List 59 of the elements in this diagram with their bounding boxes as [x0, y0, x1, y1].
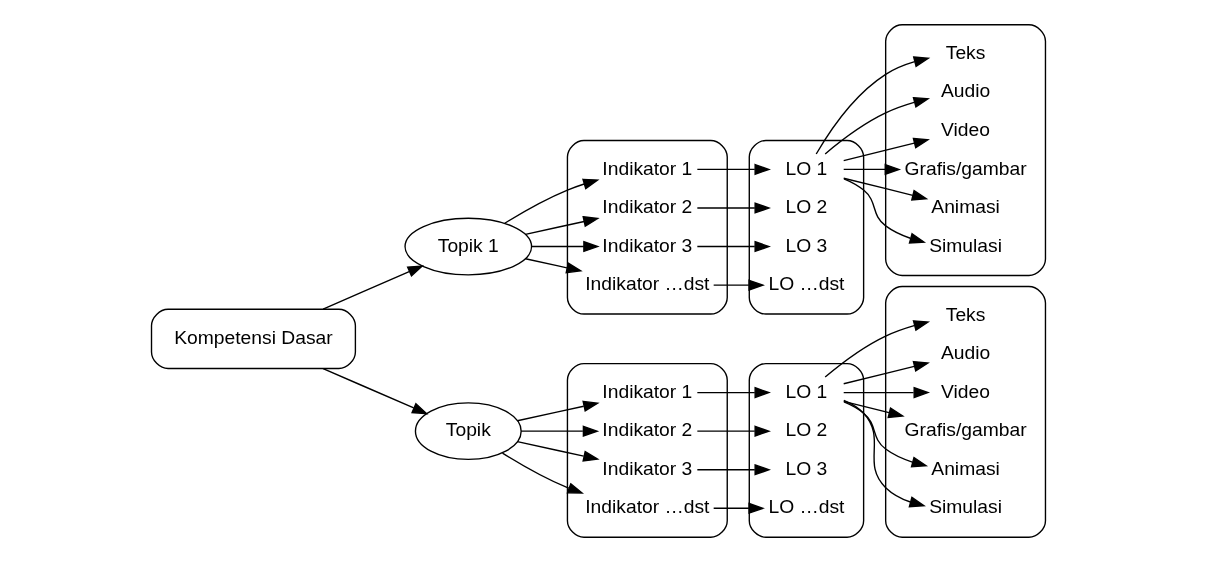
node-text: LO 3	[785, 234, 827, 256]
node-text: Animasi	[930, 196, 1000, 218]
arrow	[696, 163, 771, 176]
node-text: Audio	[940, 80, 990, 102]
node-text: LO …dst	[767, 273, 844, 295]
node-text: Teks	[945, 303, 985, 325]
node-ellipse: Topik	[414, 402, 522, 461]
node-text: Indikator 2	[601, 196, 692, 218]
node-text: Video	[940, 380, 990, 402]
arrow	[530, 240, 600, 253]
arrow	[842, 360, 930, 385]
node-text: LO 1	[785, 380, 827, 402]
node-text: Indikator 3	[601, 457, 692, 479]
node-text: Grafis/gambar	[904, 419, 1027, 441]
arrow	[712, 279, 765, 291]
node-text: Indikator …dst	[584, 273, 709, 295]
arrow	[696, 463, 771, 476]
node-box: Kompetensi Dasar	[150, 308, 356, 370]
arrow	[712, 502, 765, 515]
arrow	[842, 399, 926, 508]
arrow	[501, 452, 584, 494]
arrow	[696, 425, 771, 437]
arrow	[524, 258, 583, 274]
node-text: Simulasi	[928, 496, 1002, 518]
arrow	[524, 216, 600, 236]
arrow	[696, 202, 771, 214]
arrow	[321, 367, 429, 415]
node-text: Grafis/gambar	[904, 157, 1027, 179]
arrow	[516, 440, 600, 462]
node-text: Teks	[945, 41, 985, 63]
node-text: LO 1	[785, 157, 827, 179]
arrow	[842, 137, 930, 162]
node-text: Indikator 2	[601, 419, 692, 441]
arrow	[321, 265, 424, 310]
arrow	[516, 400, 600, 422]
node-text: LO 2	[785, 196, 827, 218]
node-text: LO 3	[785, 457, 827, 479]
node-text: Video	[940, 118, 990, 140]
arrow	[519, 425, 599, 437]
node-text: LO 2	[785, 419, 827, 441]
node-text: Animasi	[930, 457, 1000, 479]
arrow	[842, 177, 928, 201]
arrow	[503, 178, 600, 224]
arrow	[842, 163, 901, 176]
arrow	[696, 386, 771, 399]
node-text: LO …dst	[767, 496, 844, 518]
node-text: Simulasi	[928, 234, 1002, 256]
node-text: Indikator 1	[601, 380, 692, 402]
node-text: Indikator 3	[601, 234, 692, 256]
arrow	[696, 240, 771, 253]
node-text: Indikator …dst	[584, 496, 709, 518]
arrow	[824, 96, 930, 155]
arrow	[824, 320, 930, 378]
arrow	[842, 401, 928, 468]
node-text: Audio	[940, 342, 990, 364]
arrow	[842, 386, 930, 399]
arrow	[815, 56, 930, 155]
arrow	[842, 178, 926, 244]
node-text: Indikator 1	[601, 157, 692, 179]
